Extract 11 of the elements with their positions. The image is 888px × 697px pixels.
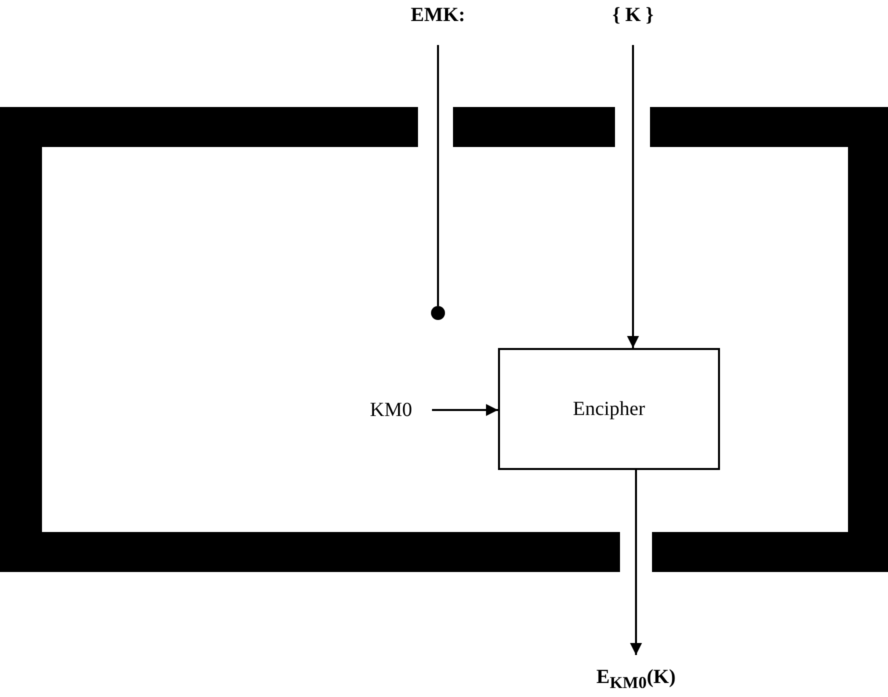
process-box [498, 348, 720, 470]
arrow [630, 470, 642, 655]
arrow [432, 404, 498, 416]
process-label: Encipher [572, 398, 646, 420]
input-label: EMK: [410, 4, 466, 27]
arrow [627, 45, 639, 348]
input-label: { K } [612, 4, 654, 27]
connection-dot [431, 306, 445, 320]
connector-line [437, 45, 439, 306]
input-label: KM0 [370, 398, 412, 422]
output-label: E$_{KM0}$(K) [596, 666, 676, 693]
